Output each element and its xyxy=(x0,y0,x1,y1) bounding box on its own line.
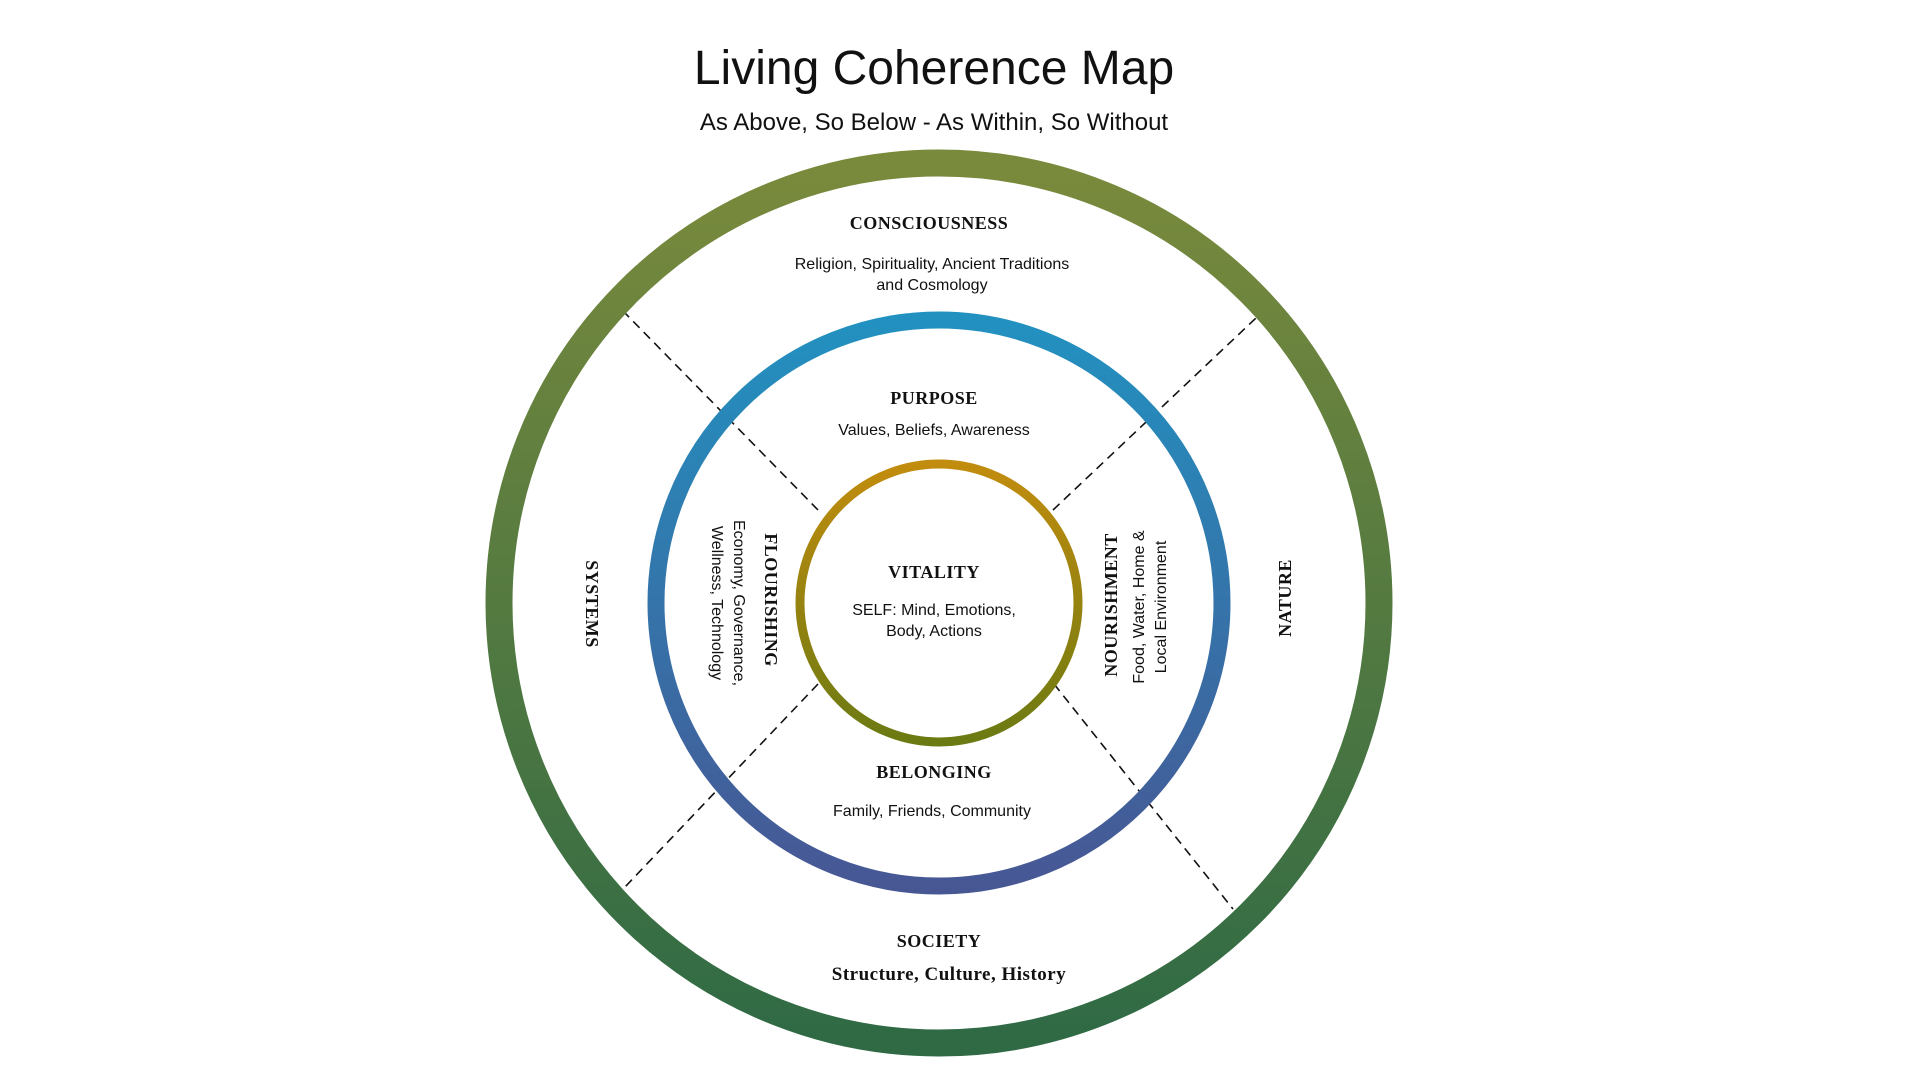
flourishing-label: FLOURISHING xyxy=(761,533,781,667)
vitality-desc-2: Body, Actions xyxy=(886,623,982,640)
belonging-label: BELONGING xyxy=(876,762,992,782)
purpose-label: PURPOSE xyxy=(890,388,978,408)
nourishment-label: NOURISHMENT xyxy=(1101,533,1121,677)
systems-label: SYSTEMS xyxy=(582,560,602,648)
middle-ring xyxy=(647,311,1231,895)
outer-ring xyxy=(485,149,1393,1057)
consciousness-desc-1: Religion, Spirituality, Ancient Traditio… xyxy=(795,256,1070,273)
page-subtitle: As Above, So Below - As Within, So Witho… xyxy=(700,109,1169,136)
purpose-desc: Values, Beliefs, Awareness xyxy=(838,422,1030,439)
consciousness-label: CONSCIOUSNESS xyxy=(850,213,1009,233)
vitality-label: VITALITY xyxy=(888,562,980,582)
vitality-desc-1: SELF: Mind, Emotions, xyxy=(852,602,1016,619)
belonging-desc: Family, Friends, Community xyxy=(833,803,1031,820)
flourishing-desc-1: Economy, Governance, xyxy=(730,520,747,686)
inner-ring xyxy=(795,459,1083,747)
society-desc: Structure, Culture, History xyxy=(832,964,1066,985)
society-label: SOCIETY xyxy=(897,931,982,951)
consciousness-desc-2: and Cosmology xyxy=(876,277,987,294)
flourishing-desc-2: Wellness, Technology xyxy=(708,526,725,680)
nature-label: NATURE xyxy=(1275,559,1295,637)
nourishment-desc-2: Local Environment xyxy=(1153,540,1170,673)
page-title: Living Coherence Map xyxy=(694,42,1174,95)
nourishment-desc-1: Food, Water, Home & xyxy=(1131,530,1148,684)
